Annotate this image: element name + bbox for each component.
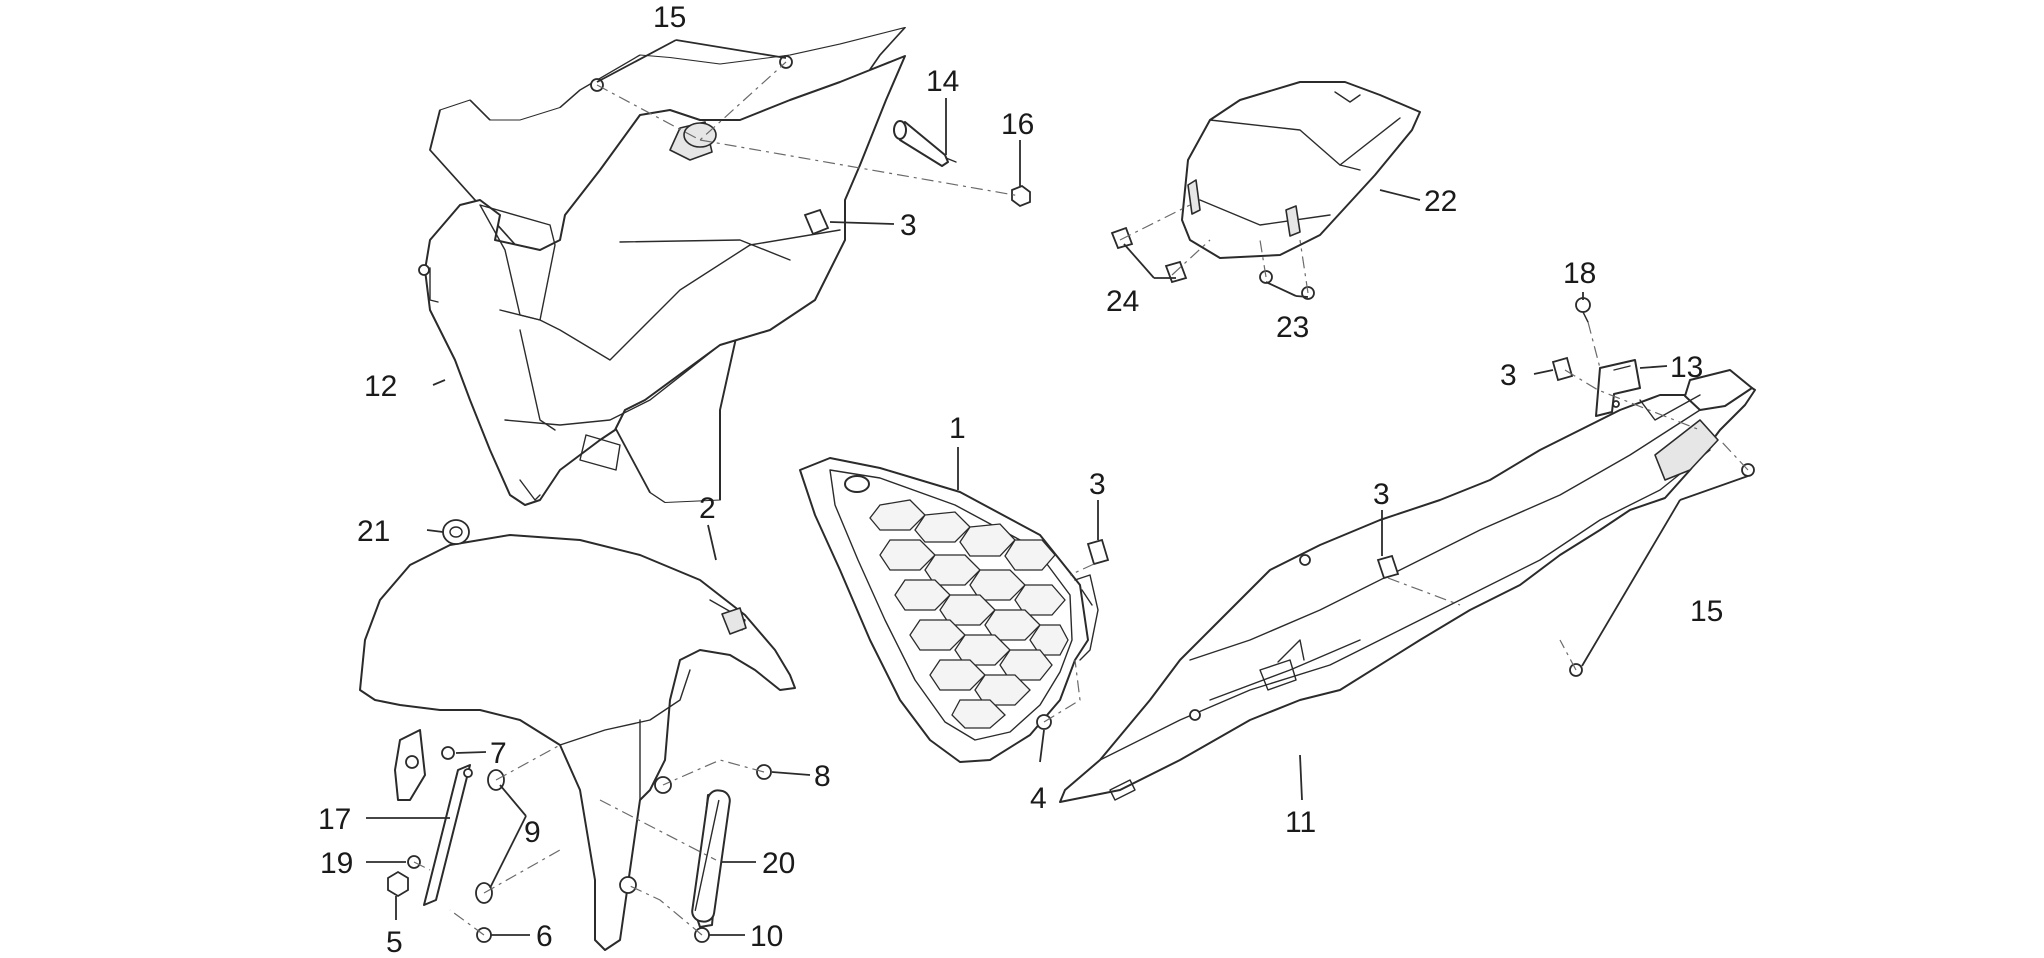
part-9-spacers	[475, 769, 505, 904]
callout-21: 21	[357, 515, 390, 548]
part-18-bolt	[1575, 297, 1591, 323]
part-12-front-shield	[418, 27, 906, 506]
callout-14: 14	[926, 65, 959, 98]
callout-6: 6	[536, 920, 553, 953]
part-17-bracket	[423, 764, 473, 906]
part-20-reflector	[691, 789, 731, 928]
callout-1: 1	[949, 412, 966, 445]
callout-22: 22	[1424, 185, 1457, 218]
callout-17: 17	[318, 803, 351, 836]
callout-11: 11	[1285, 806, 1316, 839]
callout-3: 3	[900, 209, 917, 242]
callout-3: 3	[1373, 478, 1390, 511]
leader-lines	[366, 39, 1749, 936]
callout-3: 3	[1089, 468, 1106, 501]
callout-4: 4	[1030, 782, 1047, 815]
callout-12: 12	[364, 370, 397, 403]
assembly-lines	[413, 61, 1749, 936]
part-22-cover	[1181, 81, 1421, 259]
part-3-clip-bracket	[1551, 356, 1574, 382]
callout-23: 23	[1276, 311, 1309, 344]
part-3-clip-fairing	[1376, 554, 1400, 580]
callout-5: 5	[386, 926, 403, 958]
callout-16: 16	[1001, 108, 1034, 141]
part-21-clip	[442, 519, 470, 545]
callout-15: 15	[653, 1, 686, 34]
callout-19: 19	[320, 847, 353, 880]
part-13-bracket	[1595, 359, 1641, 417]
callout-2: 2	[699, 492, 716, 525]
callout-24: 24	[1106, 285, 1139, 318]
part-11-lower-fairing	[1059, 369, 1756, 803]
callout-10: 10	[750, 920, 783, 953]
callout-3: 3	[1500, 359, 1517, 392]
part-14-buffer-pin	[893, 120, 957, 167]
part-16-nut	[1011, 184, 1031, 208]
callout-labels: 15 14 16 3 12 22 24 23 18 3 13 1 3 3 21 …	[318, 1, 1723, 958]
part-3-clip-top	[803, 208, 830, 236]
part-3-clip-grille	[1086, 538, 1110, 566]
callout-15: 15	[1690, 595, 1723, 628]
grille-mesh	[869, 499, 1069, 729]
callout-18: 18	[1563, 257, 1596, 290]
callout-7: 7	[490, 737, 507, 770]
callout-9: 9	[524, 816, 541, 849]
callout-8: 8	[814, 760, 831, 793]
callout-13: 13	[1670, 351, 1703, 384]
part-5-nut	[387, 870, 409, 898]
part-24-clips	[1110, 226, 1188, 284]
part-7-washer	[441, 746, 455, 760]
callout-20: 20	[762, 847, 795, 880]
part-2-mudguard	[359, 534, 796, 951]
